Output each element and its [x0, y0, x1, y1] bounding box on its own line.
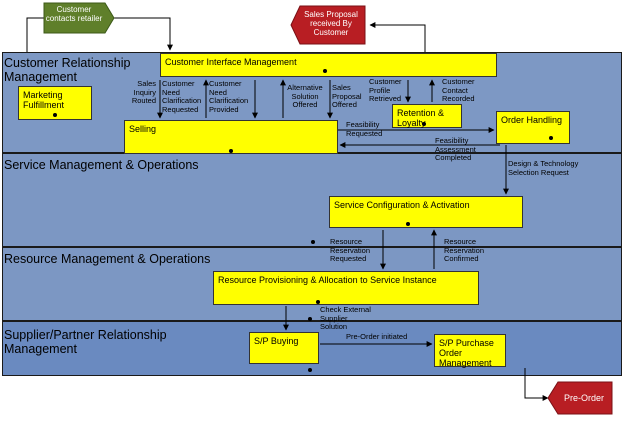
connector-dot — [229, 149, 233, 153]
customer-contacts-flag-shape — [43, 2, 115, 34]
sales-proposal-flag-shape — [290, 5, 366, 45]
flow-label-feasibility-completed: Feasibility Assessment Completed — [435, 136, 476, 162]
selling-label: Selling — [129, 124, 157, 134]
sp-buying-box[interactable]: S/P Buying — [249, 332, 319, 364]
service-configuration-box[interactable]: Service Configuration & Activation — [329, 196, 523, 228]
sp-buying-label: S/P Buying — [254, 336, 299, 346]
flow-label-resource-confirmed: Resource Reservation Confirmed — [444, 237, 485, 263]
connector-dot — [422, 122, 426, 126]
pre-order-flag: Pre-Order — [563, 393, 604, 403]
marketing-fulfillment-box[interactable]: Marketing Fulfillment — [18, 86, 92, 120]
connector-dot — [308, 317, 312, 321]
marketing-fulfillment-label: Marketing Fulfillment — [23, 90, 65, 110]
order-handling-box[interactable]: Order Handling — [496, 111, 570, 144]
flow-label-check-supplier: Check External Supplier Solution — [320, 305, 371, 331]
customer-interface-management-label: Customer Interface Management — [165, 57, 297, 67]
flow-label-design-technology: Design & Technology Selection Request — [508, 159, 579, 177]
flow-label-contact-recorded: Customer Contact Recorded — [442, 77, 475, 103]
customer-contacts-flag: Customer contacts retailer — [45, 5, 103, 23]
band-title-spr: Supplier/Partner Relationship Management — [4, 328, 167, 356]
order-handling-label: Order Handling — [501, 115, 563, 125]
pre-order-flag-shape — [547, 381, 613, 415]
flow-label-pre-order-initiated: Pre-Order initiated — [346, 332, 408, 341]
sp-purchase-order-label: S/P Purchase Order Management — [439, 338, 494, 368]
connector-dot — [311, 240, 315, 244]
connector-dot — [323, 69, 327, 73]
connector-dot — [53, 113, 57, 117]
flow-label-profile-retrieved: Customer Profile Retrieved — [369, 77, 402, 103]
sales-proposal-flag: Sales Proposal received By Customer — [304, 10, 358, 37]
retention-loyalty-box[interactable]: Retention & Loyalty — [392, 104, 462, 128]
connector-dot — [406, 222, 410, 226]
band-title-smo: Service Management & Operations — [4, 158, 199, 172]
retention-loyalty-label: Retention & Loyalty — [397, 108, 445, 128]
band-title-crm: Customer Relationship Management — [4, 56, 131, 84]
connector-dot — [308, 368, 312, 372]
connector-dot — [549, 136, 553, 140]
resource-provisioning-label: Resource Provisioning & Allocation to Se… — [218, 275, 437, 285]
flow-label-need-requested: Customer Need Clarification Requested — [162, 79, 202, 114]
flow-label-feasibility-requested: Feasibility Requested — [346, 120, 383, 138]
service-configuration-label: Service Configuration & Activation — [334, 200, 470, 210]
flow-label-need-provided: Customer Need Clarification Provided — [209, 79, 249, 114]
flow-label-sales-inquiry: Sales Inquiry Routed — [131, 79, 156, 105]
resource-provisioning-box[interactable]: Resource Provisioning & Allocation to Se… — [213, 271, 479, 305]
customer-interface-management-box[interactable]: Customer Interface Management — [160, 53, 497, 77]
connector-dot — [316, 300, 320, 304]
flow-label-alternative-solution: Alternative Solution Offered — [287, 83, 323, 109]
sp-purchase-order-box[interactable]: S/P Purchase Order Management — [434, 334, 506, 368]
selling-box[interactable]: Selling — [124, 120, 338, 154]
band-title-rmo: Resource Management & Operations — [4, 252, 211, 266]
flow-label-resource-requested: Resource Reservation Requested — [330, 237, 371, 263]
flow-label-sales-proposal-offered: Sales Proposal Offered — [332, 83, 362, 109]
